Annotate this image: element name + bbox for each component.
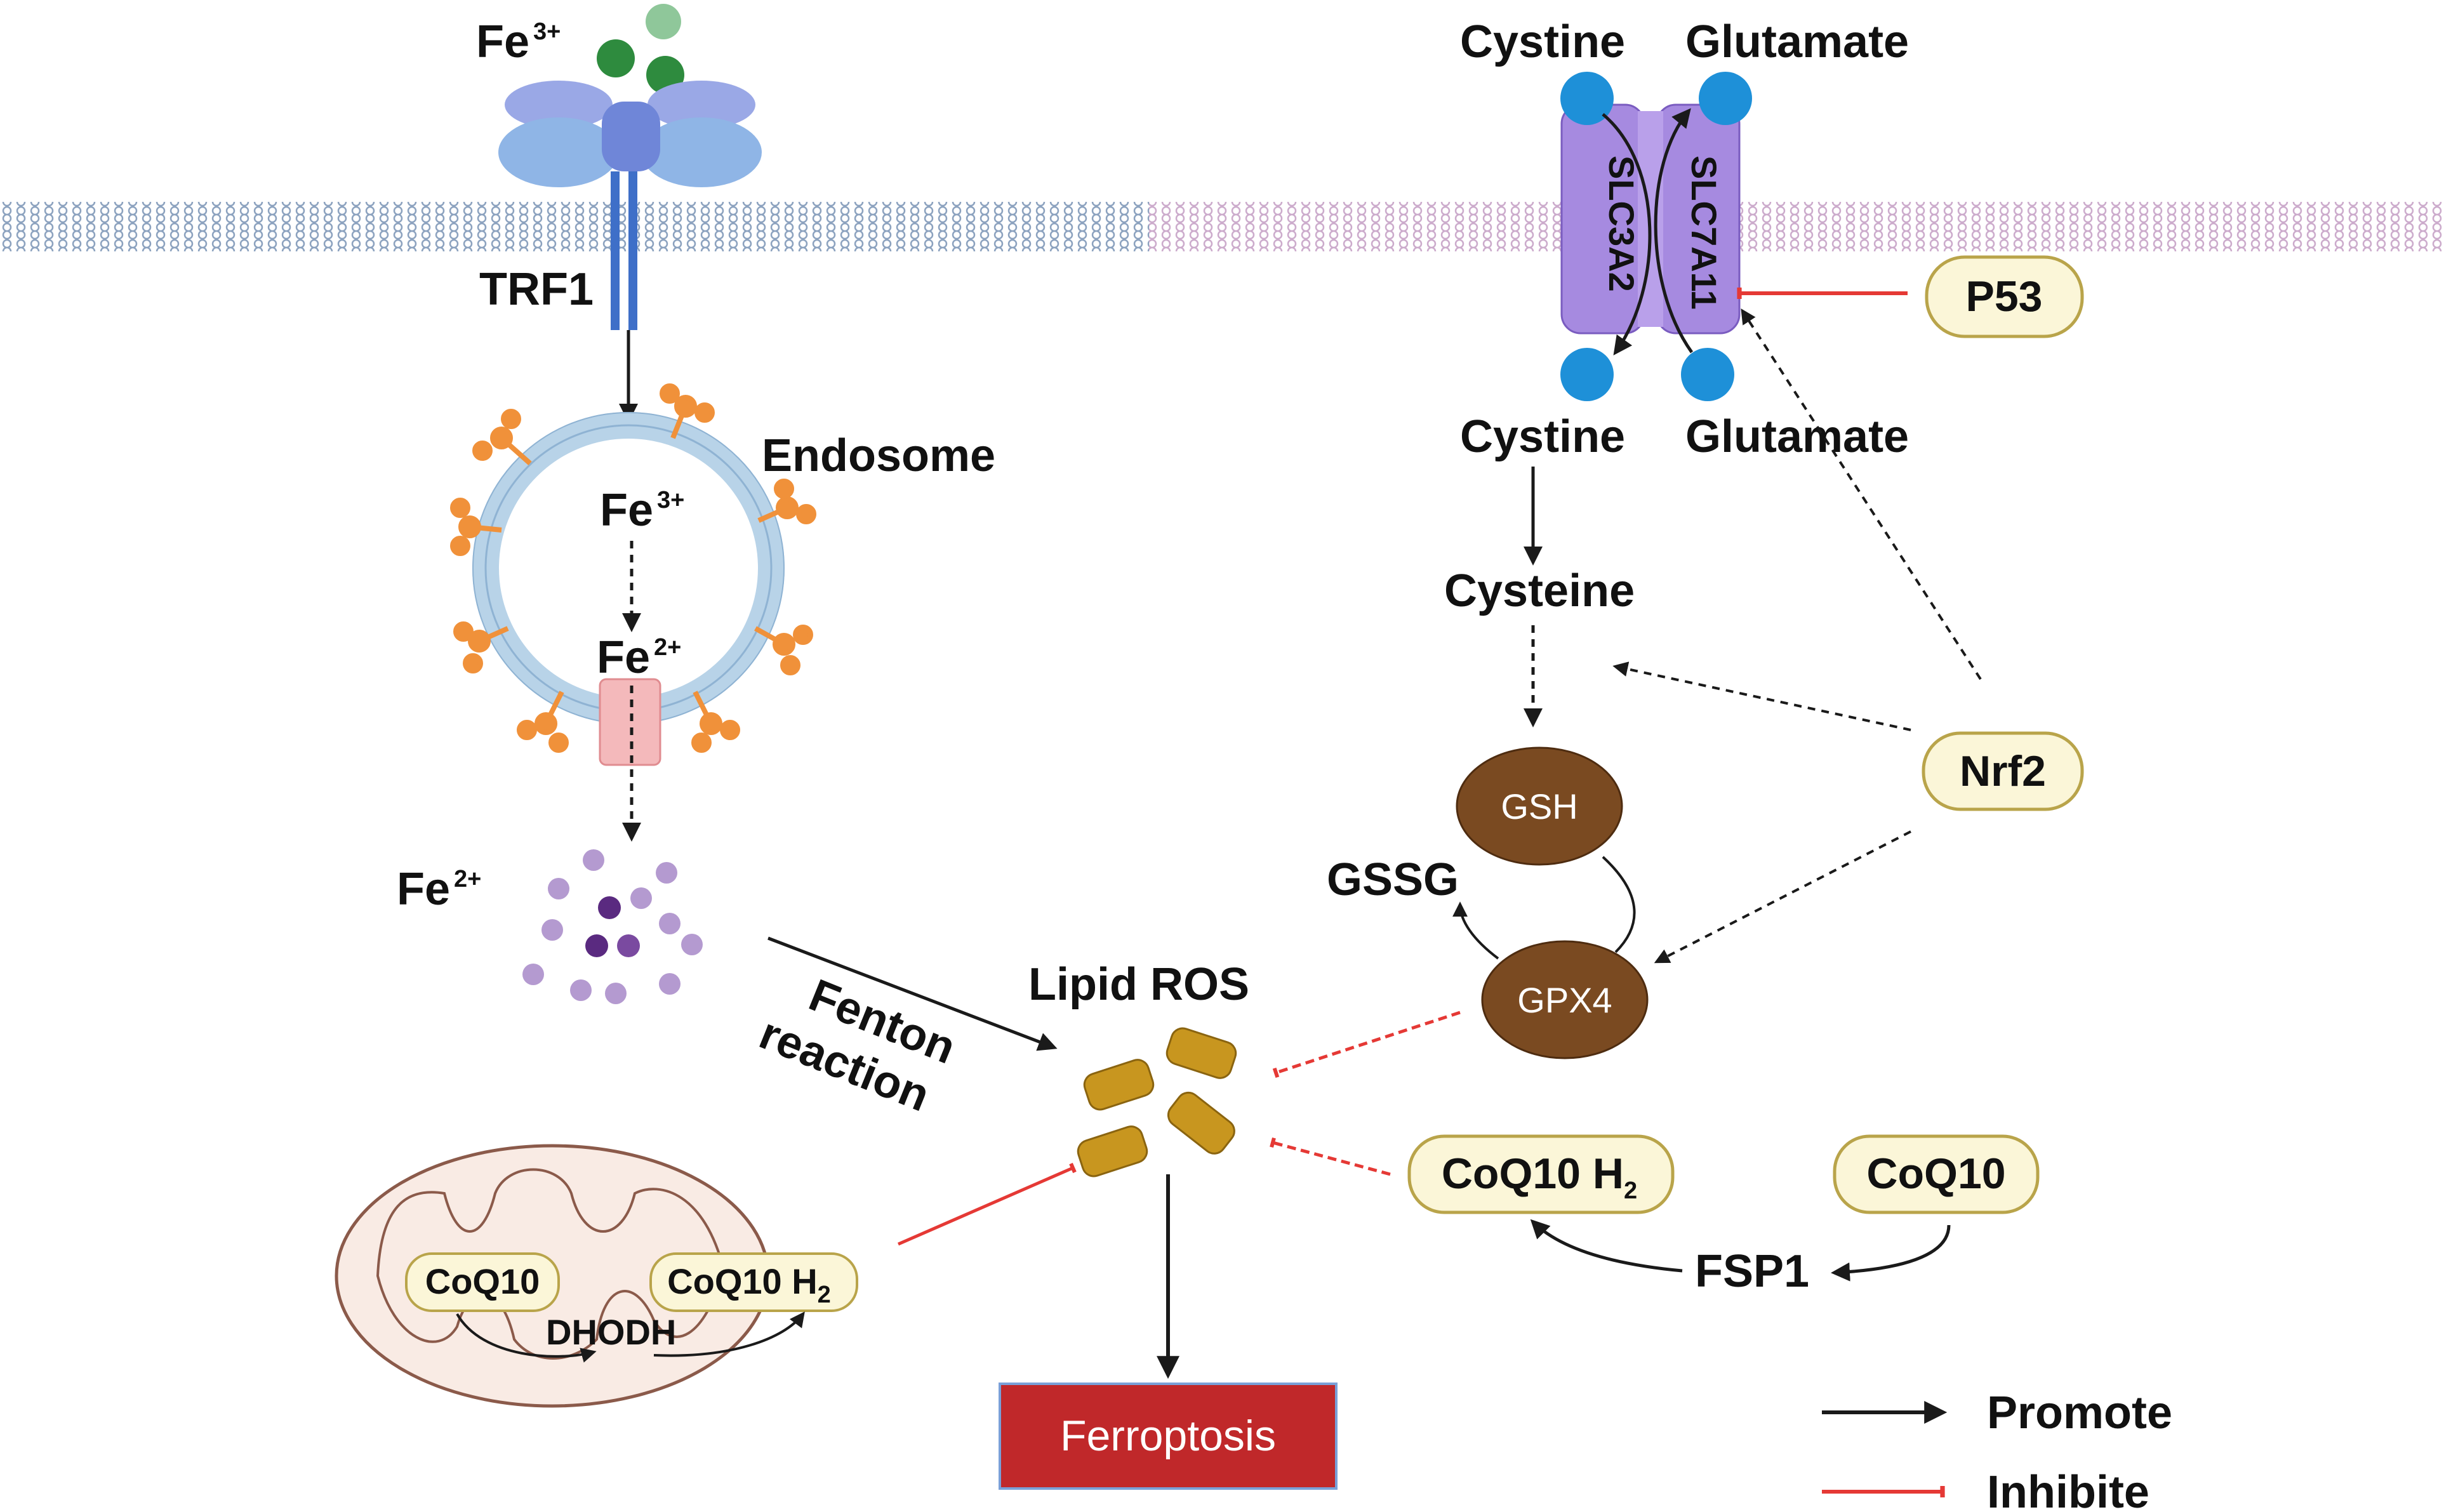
svg-text:CoQ10 H2: CoQ10 H2 <box>667 1261 831 1308</box>
gsh-node: GSH <box>1456 746 1623 866</box>
gpx4-node: GPX4 <box>1481 940 1649 1059</box>
ferroptosis-box: Ferroptosis <box>999 1383 1338 1490</box>
nrf2-node: Nrf2 <box>1922 731 2084 811</box>
fenton-reaction-label: Fenton reaction <box>753 970 963 1122</box>
fe2-iron-particles <box>522 849 703 1004</box>
cysteine-label: Cysteine <box>1444 566 1635 616</box>
transferrin-receptor <box>498 81 762 330</box>
gsh-gpx4-cycle-right <box>1602 856 1636 953</box>
dmt1-channel <box>599 678 661 766</box>
trf1-label: TRF1 <box>479 264 594 315</box>
endosome-label: Endosome <box>762 430 995 481</box>
fsp1-label: FSP1 <box>1695 1246 1809 1297</box>
mito-coq10h2-pill: CoQ10 H2 <box>649 1252 858 1312</box>
arrow-gpx4-to-gssg <box>1452 901 1499 960</box>
endosome <box>450 383 816 766</box>
dhodh-label: DHODH <box>546 1312 676 1352</box>
gpx4-label: GPX4 <box>1517 980 1612 1020</box>
arrow-nrf2-to-gpx4 <box>1654 830 1911 964</box>
slc7a11-label: SLC7A11 <box>1684 156 1724 310</box>
legend: Promote Inhibite <box>1822 1388 2172 1512</box>
inhibit-mito-to-lipid-ros <box>898 1162 1077 1246</box>
gssg-label: GSSG <box>1327 854 1459 905</box>
legend-promote-label: Promote <box>1987 1388 2172 1438</box>
p53-label: P53 <box>1966 272 2043 321</box>
cell-membrane <box>0 202 2444 251</box>
endosome-spikes <box>450 383 816 753</box>
cystine-top-label: Cystine <box>1460 17 1625 67</box>
coq10h2-node: CoQ10 H2 <box>1407 1134 1675 1214</box>
arrow-mito-coq10h2 <box>653 1311 805 1357</box>
arrow-nrf2-to-slc7a11 <box>1741 308 1982 680</box>
coq10-label: CoQ10 <box>1866 1150 2005 1198</box>
lipid-ros-label: Lipid ROS <box>1028 959 1249 1010</box>
p53-node: P53 <box>1925 255 2084 338</box>
coq10-node: CoQ10 <box>1833 1134 2040 1214</box>
system-xc-transporter: SLC3A2 SLC7A11 <box>1560 72 1752 401</box>
lipid-ros-clusters <box>1077 1027 1237 1177</box>
gsh-label: GSH <box>1501 786 1577 826</box>
cystine-bottom-label: Cystine <box>1460 411 1625 462</box>
inhibit-gpx4-to-lipid-ros <box>1272 1011 1461 1078</box>
svg-text:CoQ10: CoQ10 <box>425 1261 540 1301</box>
inhibit-coq10h2-to-lipid-ros <box>1270 1137 1391 1176</box>
mito-coq10-pill: CoQ10 <box>405 1252 560 1312</box>
arrow-coq10-to-fsp1 <box>1831 1224 1951 1282</box>
arrow-fenton-reaction <box>767 936 1058 1051</box>
legend-inhibite-label: Inhibite <box>1987 1467 2149 1512</box>
ferroptosis-label: Ferroptosis <box>1060 1412 1276 1460</box>
svg-text:CoQ10 H2: CoQ10 H2 <box>1442 1150 1637 1204</box>
arrow-mito-coq10 <box>456 1313 597 1363</box>
arrow-nrf2-to-cysteine <box>1612 661 1911 731</box>
slc3a2-label: SLC3A2 <box>1602 156 1642 292</box>
nrf2-label: Nrf2 <box>1960 747 2046 795</box>
glutamate-bottom-label: Glutamate <box>1685 411 1909 462</box>
arrow-fsp1-to-coq10h2 <box>1530 1219 1683 1273</box>
glutamate-top-label: Glutamate <box>1685 17 1909 67</box>
fe3-iron-particles <box>597 4 684 94</box>
